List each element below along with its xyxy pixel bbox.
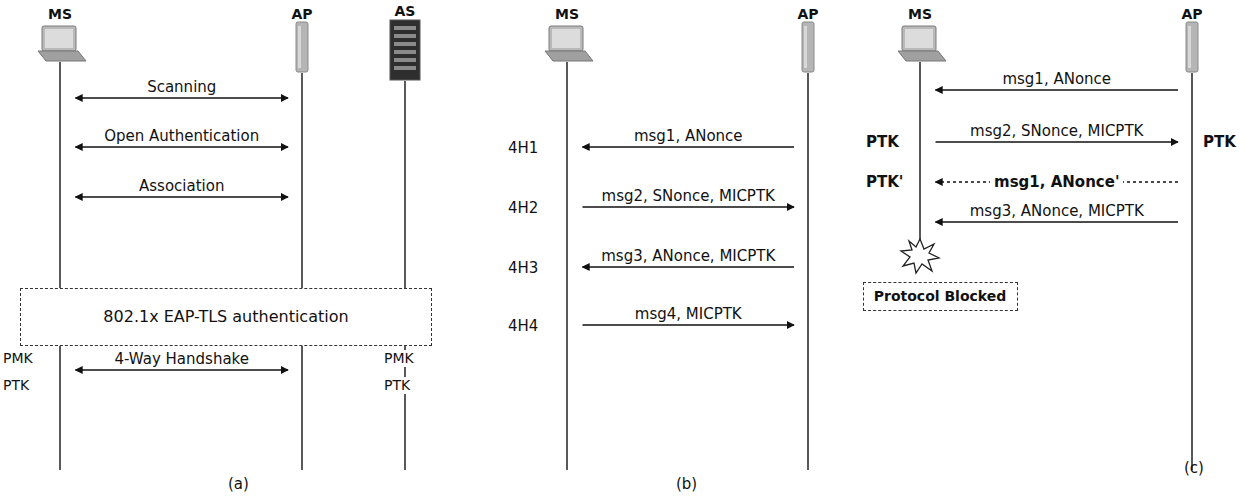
lifeline <box>566 62 568 470</box>
message-label: msg3, ANonce, MICPTK <box>970 203 1144 220</box>
actor-lifeline: MS <box>905 4 936 240</box>
message-arrow <box>936 141 1179 143</box>
access-point-icon <box>296 22 308 72</box>
actor-lifeline: AP <box>288 4 316 470</box>
actor-lifeline: AP <box>1178 4 1206 470</box>
actor-lifeline: MS <box>45 4 76 470</box>
message-arrow <box>76 196 289 198</box>
actor-name: AP <box>291 6 312 22</box>
message-arrow <box>76 146 289 148</box>
actor-name: MS <box>555 6 579 22</box>
actor-lifeline: MS <box>552 4 583 470</box>
laptop-icon <box>38 26 86 61</box>
message-label: msg1, ANonce' <box>990 174 1123 191</box>
lifeline <box>919 62 921 240</box>
message-label: msg1, ANonce <box>1002 71 1111 88</box>
actor-lifeline: AP <box>794 4 822 470</box>
lifeline <box>807 73 809 470</box>
message-arrow <box>583 324 795 326</box>
lifeline <box>301 73 303 470</box>
annotation-label: PTK <box>3 377 29 394</box>
box-label: 802.1x EAP-TLS authentication <box>103 307 348 326</box>
message-label: 4-Way Handshake <box>115 351 249 368</box>
annotation-label: 4H3 <box>508 260 538 277</box>
access-point-icon <box>1186 22 1198 72</box>
message-label: msg2, SNonce, MICPTK <box>970 123 1143 140</box>
annotation-label: PTK <box>1203 134 1236 151</box>
message-arrow <box>76 97 289 99</box>
actor-name: AP <box>1181 6 1202 22</box>
actor-name: AP <box>797 6 818 22</box>
annotation-label: (b) <box>676 476 697 493</box>
actor-name: AS <box>395 3 416 19</box>
annotation-label: PTK' <box>866 174 903 191</box>
message-arrow <box>583 206 795 208</box>
message-label: Open Authentication <box>104 128 259 145</box>
annotation-label: 4H2 <box>508 200 538 217</box>
laptop-icon <box>898 26 946 61</box>
message-arrow <box>76 369 289 371</box>
annotation-label: PTK <box>384 377 410 394</box>
access-point-icon <box>802 22 814 72</box>
message-label: msg2, SNonce, MICPTK <box>602 188 775 205</box>
message-arrow <box>583 146 795 148</box>
annotation-label: 4H1 <box>508 140 538 157</box>
actor-lifeline: AS <box>392 1 419 470</box>
annotation-label: (c) <box>1184 460 1204 477</box>
box-label: Protocol Blocked <box>874 288 1007 305</box>
message-arrow <box>936 221 1179 223</box>
message-label: msg4, MICPTK <box>635 306 742 323</box>
message-label: msg3, ANonce, MICPTK <box>601 248 775 265</box>
actor-name: MS <box>48 6 72 22</box>
lifeline <box>404 81 406 470</box>
annotation-label: (a) <box>228 476 249 493</box>
laptop-icon <box>545 26 593 61</box>
dashed-box: 802.1x EAP-TLS authentication <box>20 288 432 346</box>
server-icon <box>390 20 420 80</box>
message-label: msg1, ANonce <box>634 128 743 145</box>
lifeline <box>59 62 61 470</box>
explosion-symbol <box>901 239 939 273</box>
lifeline <box>1191 73 1193 470</box>
message-label: Scanning <box>147 79 216 96</box>
annotation-label: PMK <box>3 350 33 367</box>
message-arrow <box>583 266 795 268</box>
annotation-label: PMK <box>384 350 414 367</box>
actor-name: MS <box>908 6 932 22</box>
message-arrow <box>936 89 1179 91</box>
dashed-box: Protocol Blocked <box>863 282 1018 311</box>
annotation-label: 4H4 <box>508 318 538 335</box>
annotation-label: PTK <box>866 134 899 151</box>
message-label: Association <box>139 178 224 195</box>
